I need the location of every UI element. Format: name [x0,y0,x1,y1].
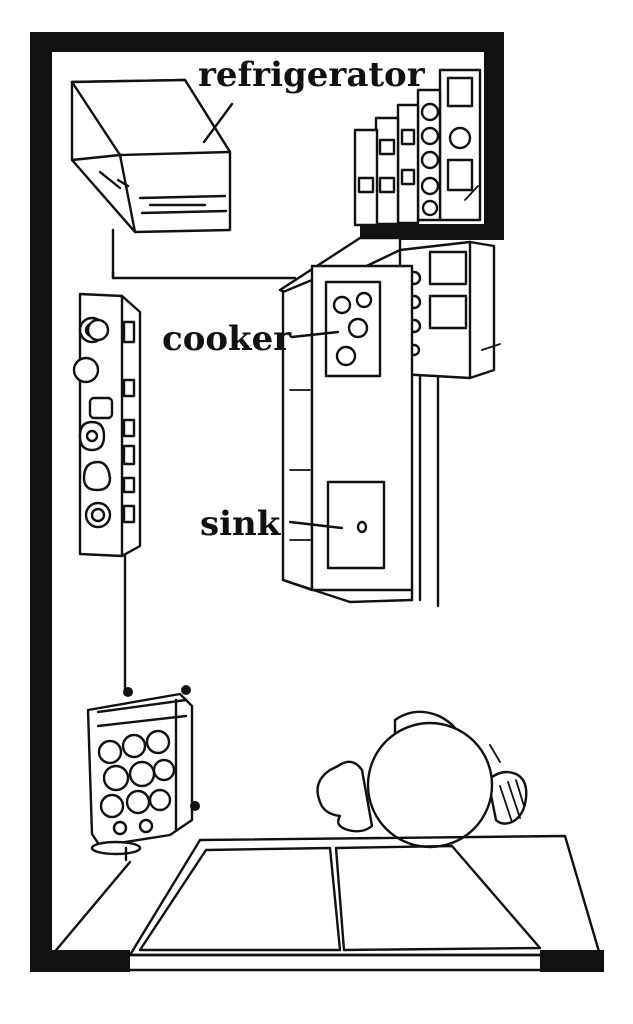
top-wall [30,32,504,52]
cooker-pointer [290,330,340,339]
sink-label: sink [200,504,282,544]
bottom-right-wall [540,950,604,972]
floor-panels [50,834,602,957]
left-wall-shelf [72,292,142,558]
right-wall-cabinet [398,240,501,380]
top-right-shelves [353,68,482,227]
bottom-left-wall [30,950,130,972]
left-wall [30,32,52,972]
refrigerator [70,78,232,234]
floor-panel-left [138,846,342,952]
refrigerator-pointer [202,102,234,144]
person-top-view [316,710,528,849]
floor-lines [111,228,297,692]
right-upper-wall [484,32,504,240]
refrigerator-label: refrigerator [198,55,426,95]
sink-pointer [288,520,344,530]
floor-panel-right [334,844,542,952]
bottle-rack [86,685,200,862]
person-head [366,721,494,849]
person-hand [316,760,374,833]
corner-wall [360,224,504,240]
cooker-label: cooker [162,319,292,359]
cooker [324,280,382,378]
sink [326,480,386,570]
